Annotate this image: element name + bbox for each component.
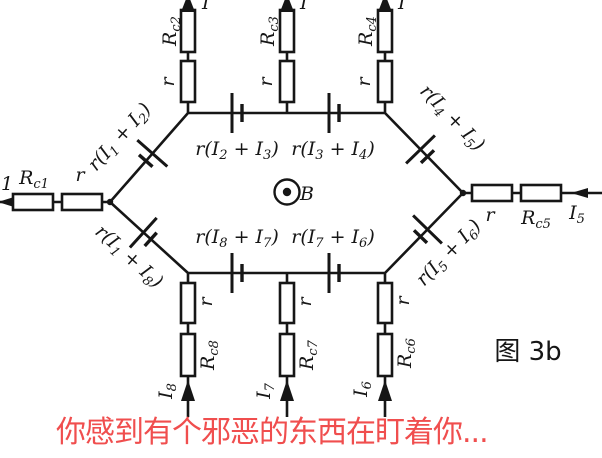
- rc3-label: Rc3: [257, 16, 282, 47]
- rc2-label: Rc2: [159, 16, 184, 47]
- resistor-box-rc5: [519, 183, 563, 203]
- resistor-box-r3: [278, 59, 296, 104]
- field-dot: [282, 187, 292, 197]
- resistor-box-rc3: [278, 8, 296, 54]
- arrow-i6-bottom: [378, 380, 392, 401]
- i5-label: I5: [568, 202, 585, 227]
- r4-label: r: [353, 76, 375, 87]
- i6-label: I6: [350, 381, 375, 398]
- r6-label: r: [392, 295, 414, 306]
- resistor-boxes: [11, 8, 563, 378]
- arrow-i8-bottom: [181, 380, 195, 401]
- arrow-i3-top: [280, 0, 294, 12]
- rc6-label: Rc6: [394, 338, 419, 369]
- battery-long-plates: [128, 93, 443, 293]
- rc7-label: Rc7: [296, 339, 321, 371]
- r3-label: r: [255, 76, 277, 87]
- r-right-label: r: [485, 204, 496, 226]
- resistor-box-rc1: [11, 192, 55, 212]
- i4-partial-label: I: [397, 0, 406, 14]
- resistor-box-r-left: [60, 192, 104, 212]
- resistor-box-r4: [376, 59, 394, 104]
- field-label: B: [299, 183, 314, 205]
- resistor-box-rc8: [179, 332, 197, 378]
- magnetic-field-symbol: B: [273, 178, 314, 206]
- resistor-box-r8: [179, 281, 197, 325]
- resistor-box-rc6: [376, 332, 394, 378]
- resistor-box-r2: [179, 59, 197, 104]
- emf-e34-label: r(I3 + I4): [291, 138, 375, 163]
- current-arrows: [0, 0, 588, 401]
- resistor-box-rc4: [376, 8, 394, 54]
- i3-partial-label: I: [299, 0, 308, 14]
- emf-e18-label: r(I1 + I8): [89, 220, 168, 294]
- i2-partial-label: I: [201, 0, 210, 14]
- field-out-of-page-icon: [273, 178, 301, 206]
- node-left: [106, 198, 114, 206]
- emf-e76-label: r(I7 + I6): [291, 226, 375, 251]
- rc5-label: Rc5: [520, 207, 551, 232]
- rc8-label: Rc8: [197, 340, 222, 371]
- arrow-i4-top: [378, 0, 392, 12]
- r8-label: r: [195, 296, 217, 307]
- arrow-i1-left: [0, 197, 14, 207]
- arrow-i5-right: [571, 188, 588, 198]
- emf-e23-label: r(I2 + I3): [195, 138, 279, 163]
- arrow-i7-bottom: [280, 380, 294, 401]
- battery-symbols: [128, 93, 443, 293]
- r-left-label: r: [75, 164, 86, 186]
- i1-partial-label: 1: [1, 173, 13, 195]
- rc4-label: Rc4: [355, 16, 380, 47]
- i7-label: I7: [253, 382, 278, 400]
- resistor-box-rc7: [278, 332, 296, 378]
- r7-label: r: [294, 296, 316, 307]
- rc1-label: Rc1: [18, 167, 49, 192]
- figure-number-label: 图 3b: [494, 337, 561, 367]
- arrow-i2-top: [181, 0, 195, 12]
- emf-e87-label: r(I8 + I7): [195, 226, 279, 251]
- caption-text: 你感到有个邪恶的东西在盯着你...: [56, 415, 489, 450]
- resistor-box-r6: [376, 281, 394, 325]
- r2-label: r: [157, 76, 179, 87]
- i8-label: I8: [155, 383, 180, 400]
- resistor-box-r7: [278, 281, 296, 325]
- node-right: [459, 189, 467, 197]
- battery-short-plates: [137, 104, 436, 282]
- resistor-box-r-right: [470, 183, 514, 203]
- emf-e12-label: r(I1 + I2): [83, 99, 157, 178]
